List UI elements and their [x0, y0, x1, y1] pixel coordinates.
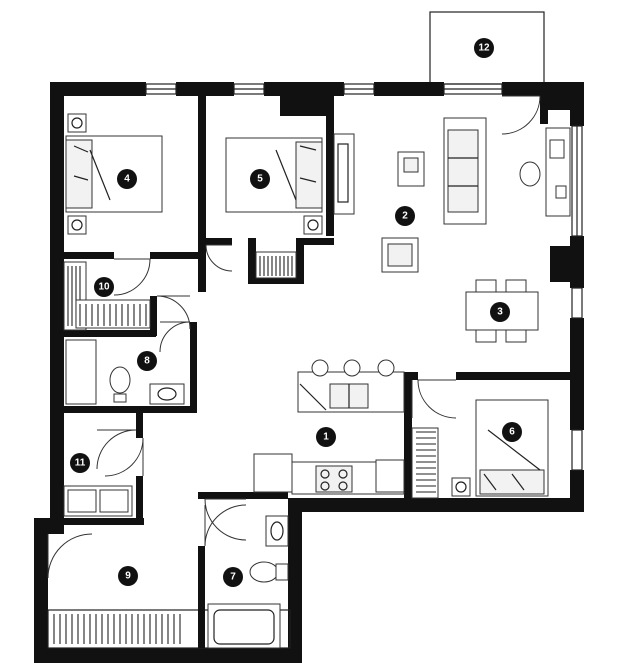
room-badge-10: 10	[94, 277, 114, 297]
room-label-9: 9	[125, 571, 131, 582]
bathroom-8-fixtures	[65, 339, 185, 405]
room-label-7: 7	[230, 572, 236, 583]
room-label-12: 12	[478, 43, 490, 54]
room-label-4: 4	[124, 174, 130, 185]
room-badge-4: 4	[117, 169, 137, 189]
wardrobe-10-storage	[63, 261, 151, 331]
room-label-1: 1	[323, 432, 329, 443]
bedroom-4-furniture	[65, 113, 163, 235]
room-badge-2: 2	[395, 206, 415, 226]
exterior-walls	[34, 82, 584, 663]
room-label-11: 11	[75, 458, 86, 469]
kitchen-fixtures	[253, 359, 405, 495]
room-label-3: 3	[497, 307, 503, 318]
room-badge-12: 12	[474, 38, 494, 58]
bedroom-5-wardrobe	[255, 251, 297, 279]
room-badge-6: 6	[502, 422, 522, 442]
room-11-appliances	[63, 485, 133, 517]
interior-walls	[64, 96, 574, 648]
room-badge-11: 11	[70, 453, 90, 473]
bathroom-7-fixtures	[207, 515, 289, 649]
living-room-furniture	[381, 117, 571, 273]
room-badge-5: 5	[250, 169, 270, 189]
bedroom-6-furniture	[451, 399, 549, 497]
room-9-storage	[53, 614, 181, 644]
room-label-6: 6	[509, 427, 515, 438]
room-label-5: 5	[257, 174, 263, 185]
room-badge-7: 7	[223, 567, 243, 587]
bedroom-5-furniture	[225, 133, 355, 235]
doors	[47, 95, 541, 579]
room-label-8: 8	[144, 356, 150, 367]
windows	[47, 83, 583, 649]
room-badge-3: 3	[490, 302, 510, 322]
room-label-2: 2	[402, 211, 408, 222]
room-badge-1: 1	[316, 427, 336, 447]
room-label-10: 10	[98, 282, 110, 293]
dining-furniture	[465, 279, 539, 343]
room-badge-8: 8	[137, 351, 157, 371]
room-6-wardrobe	[411, 427, 439, 499]
room-badge-9: 9	[118, 566, 138, 586]
